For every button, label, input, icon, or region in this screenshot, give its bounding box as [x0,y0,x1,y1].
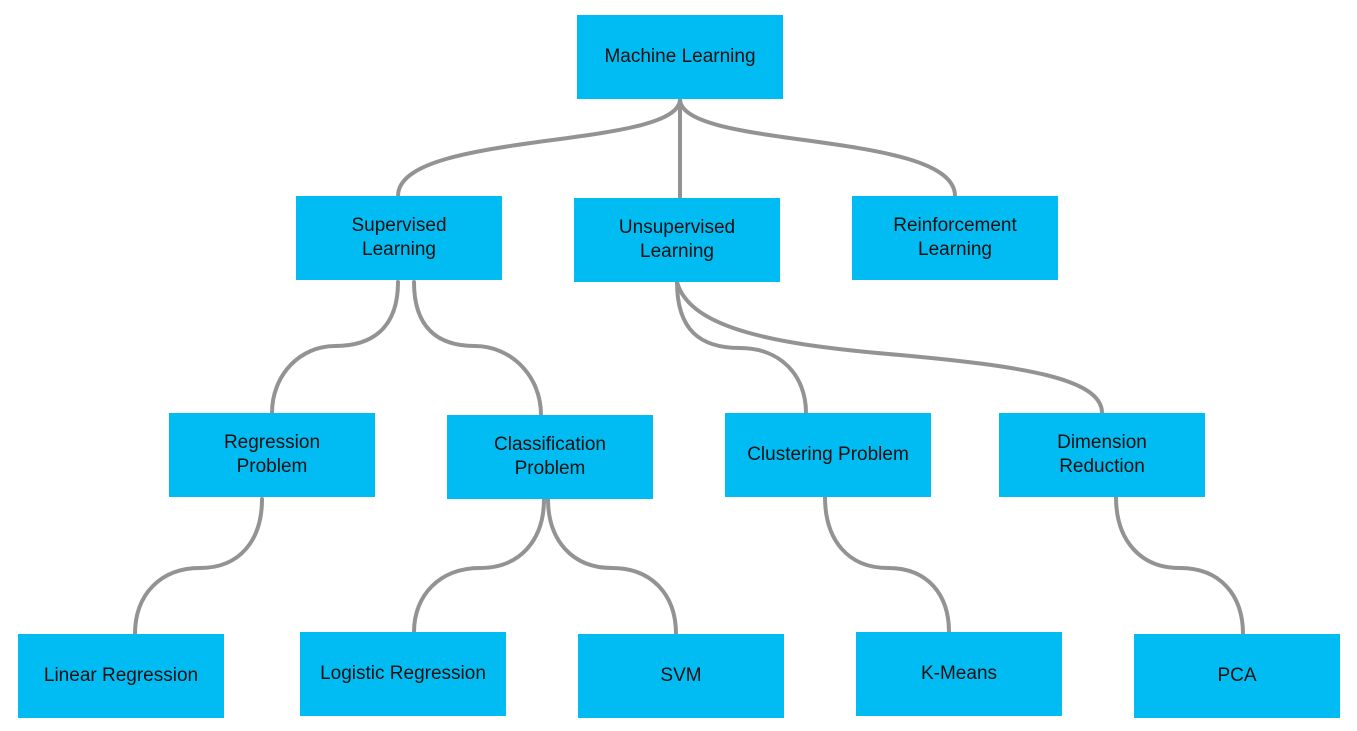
node-clustering-problem: Clustering Problem [725,413,931,497]
node-supervised-learning: Supervised Learning [296,196,502,280]
edge-classification-svm [546,497,678,636]
node-machine-learning: Machine Learning [577,15,783,99]
edge-unsupervised-dimension [675,280,1104,415]
edge-clustering-kmeans [823,495,951,634]
edge-dimension-pca [1114,495,1245,636]
edge-ml-supervised [396,97,682,198]
edge-supervised-regression [270,280,400,415]
edge-ml-reinforcement [678,97,957,198]
node-svm: SVM [578,634,784,718]
node-linear-regression: Linear Regression [18,634,224,718]
edge-regression-linear [133,497,264,636]
node-regression-problem: Regression Problem [169,413,375,497]
edge-classification-logistic [412,497,546,634]
edge-unsupervised-clustering [675,280,808,415]
node-k-means: K-Means [856,632,1062,716]
edge-supervised-classification [412,280,543,417]
node-pca: PCA [1134,634,1340,718]
node-logistic-regression: Logistic Regression [300,632,506,716]
node-classification-problem: Classification Problem [447,415,653,499]
node-unsupervised-learning: Unsupervised Learning [574,198,780,282]
node-dimension-reduction: Dimension Reduction [999,413,1205,497]
node-reinforcement-learning: Reinforcement Learning [852,196,1058,280]
